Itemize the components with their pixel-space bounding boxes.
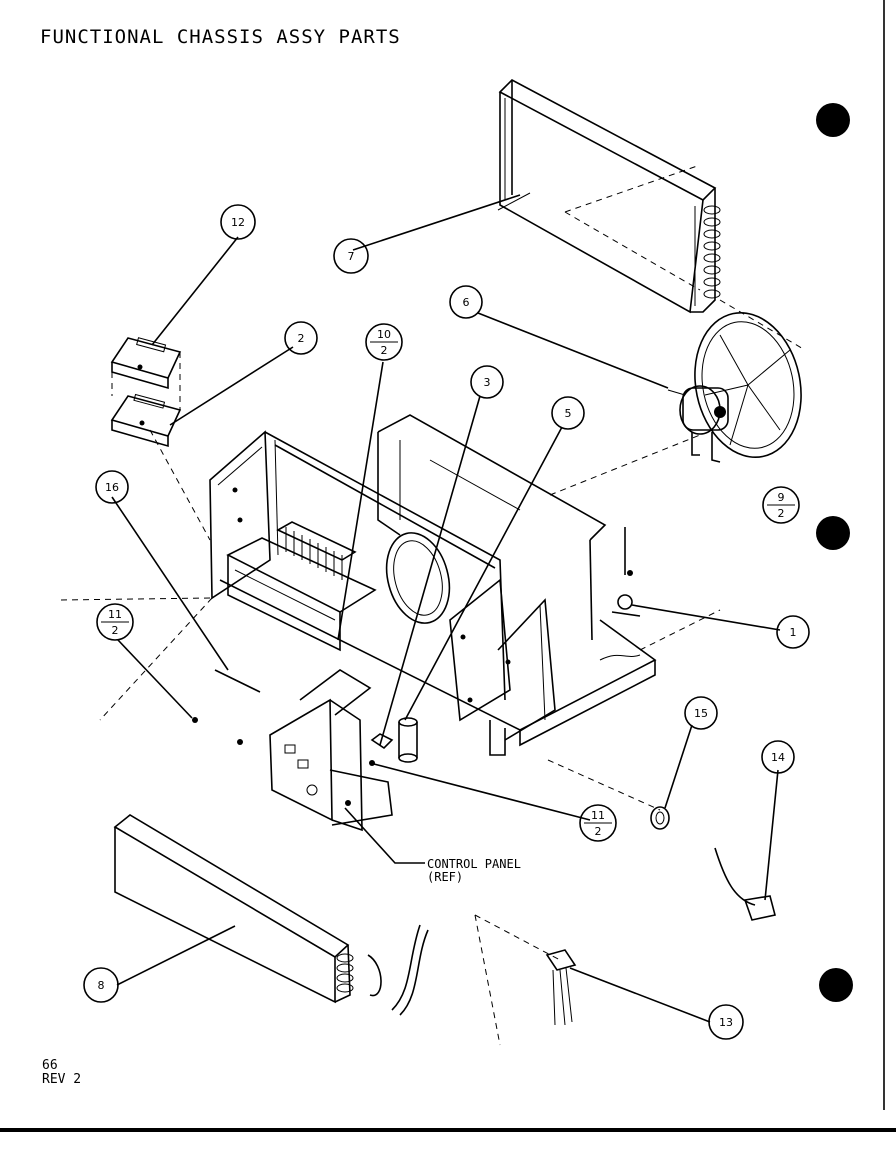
- main-chassis: [59, 414, 721, 811]
- svg-text:12: 12: [231, 216, 245, 229]
- svg-text:1: 1: [790, 626, 797, 639]
- leader-lines: [111, 194, 781, 1023]
- svg-text:8: 8: [98, 979, 105, 992]
- svg-text:16: 16: [105, 481, 119, 494]
- control-boards: [110, 337, 211, 541]
- svg-text:2: 2: [298, 332, 305, 345]
- fan-and-motor: [667, 311, 802, 463]
- callout-1: 1: [776, 615, 810, 649]
- callout-7: 7: [333, 238, 369, 274]
- svg-text:5: 5: [565, 407, 572, 420]
- binder-hole-middle: [816, 516, 850, 550]
- svg-text:2: 2: [381, 344, 388, 357]
- control-panel-ref-label: (REF): [427, 870, 463, 884]
- evaporator-coil: [113, 814, 561, 1046]
- callout-16: 16: [95, 470, 129, 504]
- svg-text:2: 2: [112, 624, 119, 637]
- control-panel-assembly: [192, 570, 633, 832]
- binder-hole-top: [816, 103, 850, 137]
- svg-text:14: 14: [771, 751, 785, 764]
- condenser-coil: [497, 79, 806, 351]
- callout-6: 6: [449, 285, 483, 319]
- callout-2: 2: [284, 321, 318, 355]
- callout-15: 15: [684, 696, 718, 730]
- svg-text:6: 6: [463, 296, 470, 309]
- control-panel-label: CONTROL PANEL: [427, 857, 521, 871]
- callout-3: 3: [470, 365, 504, 399]
- svg-text:10: 10: [377, 328, 391, 341]
- callout-8: 8: [83, 967, 119, 1003]
- svg-text:2: 2: [778, 507, 785, 520]
- svg-text:7: 7: [348, 250, 355, 263]
- misc-parts: [545, 594, 776, 1026]
- svg-text:11: 11: [108, 608, 122, 621]
- svg-text:3: 3: [484, 376, 491, 389]
- diagram-title: FUNCTIONAL CHASSIS ASSY PARTS: [40, 26, 401, 48]
- svg-text:13: 13: [719, 1016, 733, 1029]
- revision-label: REV 2: [42, 1072, 82, 1087]
- callout-13: 13: [708, 1004, 744, 1040]
- svg-text:11: 11: [591, 809, 605, 822]
- svg-text:2: 2: [595, 825, 602, 838]
- callout-5: 5: [551, 396, 585, 430]
- callout-10-2: 10 2: [365, 323, 403, 361]
- svg-text:15: 15: [694, 707, 708, 720]
- binder-hole-bottom: [819, 968, 853, 1002]
- callout-9-2: 9 2: [762, 486, 800, 524]
- page-number: 66: [42, 1058, 58, 1073]
- callout-11-2-left: 11 2: [96, 603, 134, 641]
- svg-text:9: 9: [778, 491, 785, 504]
- callout-14: 14: [761, 740, 795, 774]
- callout-11-2-right: 11 2: [579, 804, 617, 842]
- callout-12: 12: [220, 204, 256, 240]
